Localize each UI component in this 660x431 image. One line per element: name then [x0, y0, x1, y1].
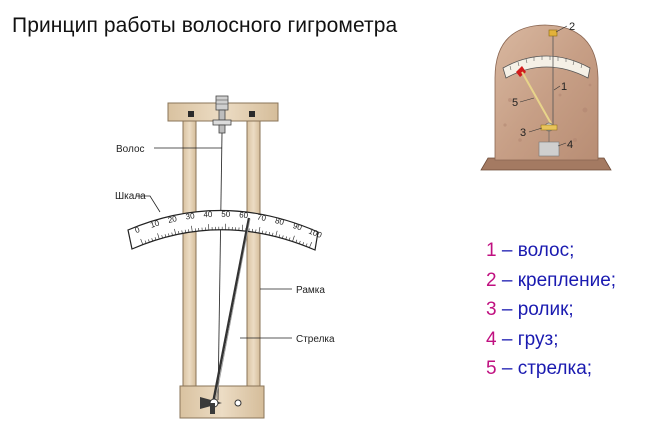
- legend: 1 – волос; 2 – крепление; 3 – ролик; 4 –…: [486, 236, 616, 384]
- scale-number: 70: [256, 213, 267, 223]
- page-title: Принцип работы волосного гигрометра: [12, 14, 398, 37]
- legend-item-4: 4 – груз;: [486, 325, 616, 355]
- photo-callout-1: 1: [561, 81, 567, 93]
- scale-tick: [174, 228, 177, 235]
- scale-tick: [261, 230, 264, 234]
- scale-tick: [272, 232, 274, 236]
- frame-label: Рамка: [296, 285, 325, 296]
- scale-number: 60: [239, 210, 249, 220]
- scale-tick: [275, 230, 278, 237]
- scale-label: Шкала: [115, 191, 146, 202]
- scale-tick: [285, 236, 287, 240]
- scale-tick: [178, 231, 180, 235]
- legend-text: – крепление;: [496, 269, 617, 291]
- legend-number: 1: [486, 240, 497, 261]
- scale-tick: [295, 239, 298, 243]
- photo-callout-5: 5: [512, 97, 518, 109]
- scale-tick: [140, 238, 144, 245]
- scale-tick: [181, 230, 183, 234]
- scale-tick: [157, 233, 160, 240]
- scale-number: 40: [203, 210, 213, 220]
- scale-tick: [144, 240, 147, 244]
- legend-number: 3: [486, 299, 497, 320]
- scale-tick: [164, 234, 167, 238]
- scale-tick: [154, 237, 157, 241]
- scale-tick: [309, 241, 312, 248]
- scale-tick: [305, 243, 308, 247]
- photo-callout-4: 4: [567, 139, 573, 151]
- scale-tick: [282, 235, 284, 239]
- scale-tick: [265, 231, 267, 235]
- leader-lines: [136, 147, 292, 339]
- hygrometer-photo: 2 1 5 3 4: [480, 21, 612, 171]
- scale-number: 90: [292, 221, 304, 233]
- scale-number: 30: [185, 211, 196, 221]
- scale-number: 50: [221, 210, 231, 219]
- frame: [167, 102, 279, 419]
- scale-arc: [127, 209, 319, 251]
- hair-clamp: [212, 95, 232, 134]
- legend-text: – волос;: [496, 240, 575, 261]
- scale-tick: [258, 227, 261, 234]
- scale-tick: [241, 224, 244, 231]
- scale-tick: [184, 229, 186, 233]
- pivot-roller: [200, 397, 242, 414]
- hair-label: Волос: [116, 144, 145, 155]
- scale-tick: [191, 225, 193, 232]
- legend-item-1: 1 – волос;: [486, 236, 616, 266]
- scale-tick: [278, 234, 281, 238]
- legend-item-2: 2 – крепление;: [486, 266, 616, 296]
- scale-tick: [302, 242, 304, 246]
- scale-number: 80: [274, 216, 285, 227]
- legend-number: 5: [486, 358, 497, 379]
- legend-number: 4: [486, 328, 497, 350]
- scale-number: 10: [149, 218, 161, 229]
- scale-number: 0: [134, 225, 142, 235]
- scale-number: 20: [167, 214, 178, 225]
- legend-item-3: 3 – ролик;: [486, 295, 616, 325]
- scale-tick: [299, 240, 301, 244]
- legend-text: – стрелка;: [496, 358, 593, 379]
- scale-tick: [288, 237, 291, 241]
- pointer: [211, 217, 251, 404]
- scale-tick: [168, 233, 170, 237]
- scale-tick: [171, 232, 173, 236]
- hair-line: [217, 132, 223, 401]
- scale-tick: [161, 235, 163, 239]
- legend-number: 2: [486, 269, 497, 291]
- scale-tick: [148, 239, 150, 243]
- scale-tick: [292, 235, 295, 242]
- photo-callout-3: 3: [520, 127, 526, 139]
- legend-text: – груз;: [496, 328, 559, 350]
- legend-item-5: 5 – стрелка;: [486, 354, 616, 384]
- scale-tick: [151, 238, 153, 242]
- pointer-label: Стрелка: [296, 334, 335, 345]
- legend-text: – ролик;: [496, 299, 574, 320]
- scale-tick: [268, 232, 270, 236]
- photo-callout-2: 2: [569, 21, 575, 33]
